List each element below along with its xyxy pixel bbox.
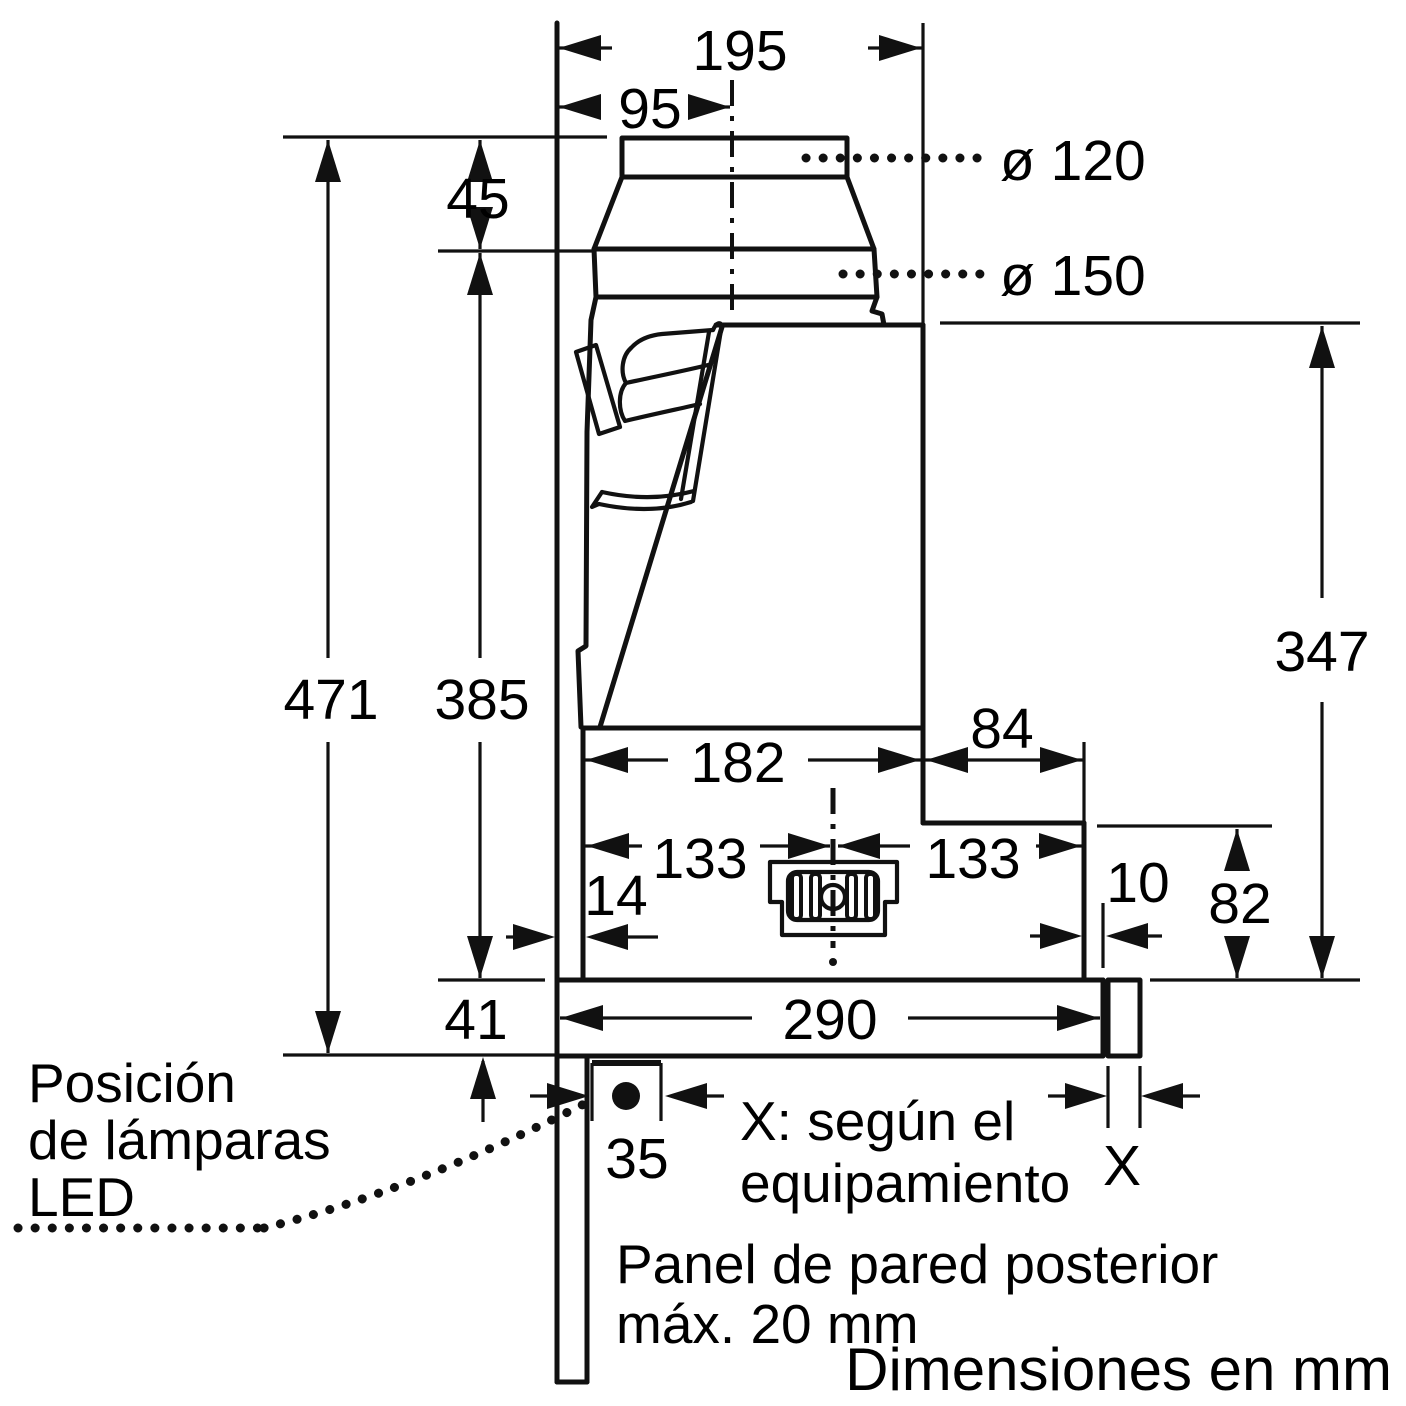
dim-133-right-label: 133 xyxy=(925,827,1020,891)
duct-collar xyxy=(619,135,850,180)
dim-x: X xyxy=(1048,1083,1200,1198)
diameter-labels: ø 120 ø 150 xyxy=(1000,129,1146,308)
led-lamp-dot xyxy=(612,1082,640,1110)
dim-195-label: 195 xyxy=(692,19,787,83)
note-x-line1: X: según el xyxy=(740,1090,1015,1152)
rear-wall-panel xyxy=(554,1055,590,1385)
blower-unit xyxy=(573,321,724,512)
dim-385: 385 xyxy=(434,253,530,978)
dim-41: 41 xyxy=(444,988,508,1122)
centerlines xyxy=(730,80,837,966)
leader-lines xyxy=(13,153,991,1233)
dim-45: 45 xyxy=(446,140,510,249)
note-x-equipment: X: según el equipamiento xyxy=(740,1090,1070,1214)
d150-label: ø 150 xyxy=(1000,244,1146,308)
dim-82: 82 xyxy=(1208,829,1272,978)
dim-471-label: 471 xyxy=(283,668,378,732)
dim-14: 14 xyxy=(506,864,658,950)
dim-84: 84 xyxy=(925,697,1083,773)
dim-347-label: 347 xyxy=(1274,620,1369,684)
body-back-edge xyxy=(575,294,599,730)
mounting-bracket xyxy=(573,342,623,437)
dim-45-label: 45 xyxy=(446,167,509,231)
dim-84-label: 84 xyxy=(970,697,1033,761)
duct-neck-right xyxy=(869,294,887,328)
dim-182-label: 182 xyxy=(690,731,785,795)
dim-195: 195 xyxy=(557,19,923,83)
dim-471: 471 xyxy=(283,140,379,1053)
dim-290-label: 290 xyxy=(782,988,877,1052)
dim-14-label: 14 xyxy=(584,864,647,928)
dim-35-label: 35 xyxy=(605,1127,668,1191)
body-slant-edge xyxy=(597,324,725,730)
note-led-position: Posición de lámparas LED xyxy=(28,1052,331,1228)
led-lamp-marker xyxy=(590,1060,663,1121)
dim-10: 10 xyxy=(1030,851,1170,949)
bottom-plate-spacer xyxy=(1105,977,1143,1059)
dim-95-label: 95 xyxy=(618,77,681,141)
dim-82-label: 82 xyxy=(1208,872,1271,936)
note-led-line2: de lámparas xyxy=(28,1109,331,1171)
dim-x-label: X xyxy=(1103,1134,1141,1198)
extension-lines xyxy=(283,23,1360,1128)
dim-133-left-label: 133 xyxy=(652,827,747,891)
dim-133-left: 133 xyxy=(585,827,830,891)
dim-182: 182 xyxy=(583,731,923,795)
note-rear-panel: Panel de pared posterior máx. 20 mm xyxy=(616,1233,1218,1355)
dim-10-label: 10 xyxy=(1106,851,1169,915)
dim-41-label: 41 xyxy=(444,988,507,1052)
dim-35: 35 xyxy=(530,1083,724,1191)
d120-label: ø 120 xyxy=(1000,129,1146,193)
note-units: Dimensiones en mm xyxy=(845,1336,1392,1403)
note-panel-line2: máx. 20 mm xyxy=(616,1293,919,1355)
dim-385-label: 385 xyxy=(434,668,529,732)
dim-95: 95 xyxy=(557,77,730,141)
dim-133-right: 133 xyxy=(838,827,1083,891)
duct-adapter xyxy=(591,246,880,300)
note-led-line3: LED xyxy=(28,1166,135,1228)
dim-290: 290 xyxy=(560,988,1100,1052)
note-x-line2: equipamiento xyxy=(740,1152,1070,1214)
note-panel-line1: Panel de pared posterior xyxy=(616,1233,1218,1295)
dim-347: 347 xyxy=(1274,326,1370,978)
note-led-line1: Posición xyxy=(28,1052,236,1114)
